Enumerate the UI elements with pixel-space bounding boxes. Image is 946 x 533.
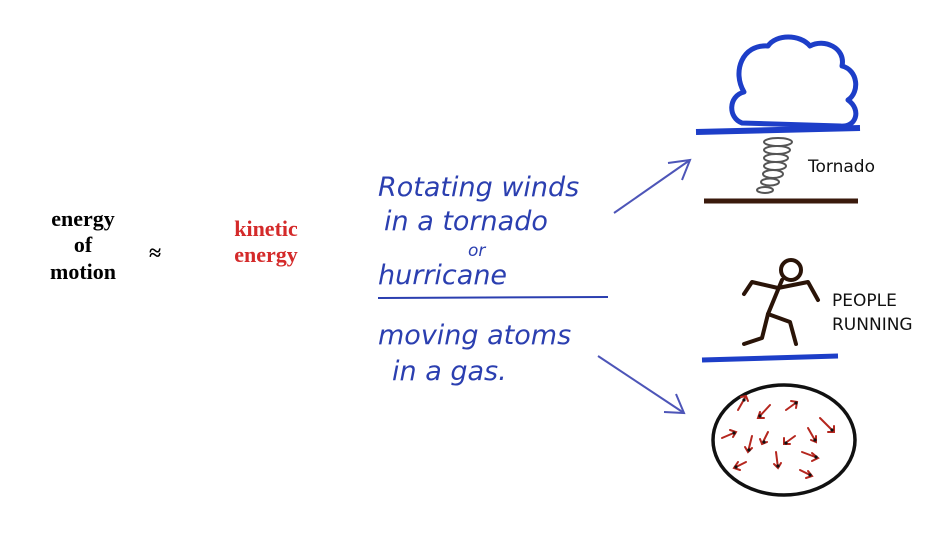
cloud-base — [695, 125, 861, 135]
note-line-moving-atoms: moving atoms — [378, 320, 571, 351]
note-line-rotating: Rotating winds — [378, 172, 579, 203]
tornado-sketch: Tornado — [695, 34, 875, 204]
lhs-line-1: energy — [51, 206, 115, 231]
arrow-to-tornado — [613, 158, 692, 214]
lhs-line-3: motion — [50, 258, 116, 284]
runner-ground — [701, 353, 839, 363]
kinetic-energy-term: kinetic energy — [214, 216, 318, 269]
gas-container-sketch — [711, 383, 857, 497]
people-label-line-1: PEOPLE — [832, 291, 897, 311]
runner-leg-front — [766, 312, 798, 346]
tornado-label: Tornado — [807, 157, 875, 177]
note-line-or: or — [468, 241, 486, 261]
funnel — [756, 137, 793, 194]
runner-leg-back — [742, 312, 770, 346]
note-line-hurricane: hurricane — [378, 260, 507, 291]
storm-cloud — [729, 34, 859, 129]
rhs-line-2: energy — [234, 242, 298, 268]
note-line-tornado: in a tornado — [384, 206, 548, 237]
upper-note: Rotating winds in a tornado or hurricane — [378, 172, 579, 291]
arrow-to-gas — [597, 355, 686, 415]
note-line-in-a-gas: in a gas. — [392, 356, 507, 387]
people-label-line-2: RUNNING — [832, 315, 913, 335]
energy-of-motion-term: energy of motion — [30, 206, 136, 285]
rhs-line-1: kinetic — [234, 216, 298, 241]
runner-head — [779, 258, 803, 282]
runner-arm-front — [776, 280, 820, 302]
gas-atoms — [732, 398, 834, 477]
runner-arm-back — [742, 280, 780, 296]
lower-note: moving atoms in a gas. — [378, 320, 571, 387]
approx-sign: ≈ — [148, 240, 162, 265]
lhs-line-2: of — [73, 232, 93, 258]
gas-molecules — [721, 394, 835, 479]
running-person-sketch — [742, 258, 820, 346]
divider-line — [377, 296, 609, 299]
gas-container — [711, 383, 857, 497]
